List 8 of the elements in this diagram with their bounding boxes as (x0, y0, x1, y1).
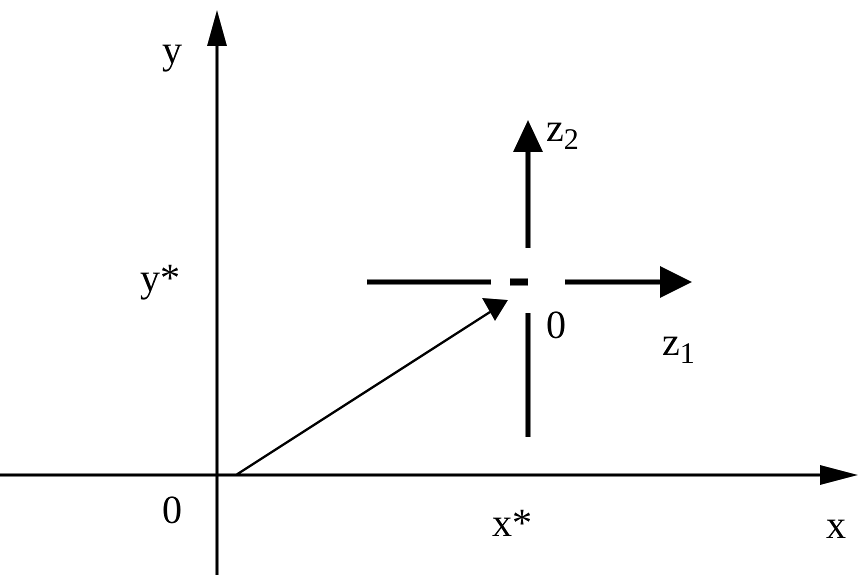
axis-label: x (826, 505, 846, 545)
origin-label: 0 (546, 305, 566, 345)
axis-label: z$_{1}$ (662, 322, 695, 362)
coordinate-label: x* (492, 503, 532, 543)
origin-label: 0 (162, 490, 182, 530)
axis-label: z$_{2}$ (546, 108, 579, 148)
axis-label: y (162, 30, 182, 70)
coordinate-label: y* (140, 258, 180, 298)
